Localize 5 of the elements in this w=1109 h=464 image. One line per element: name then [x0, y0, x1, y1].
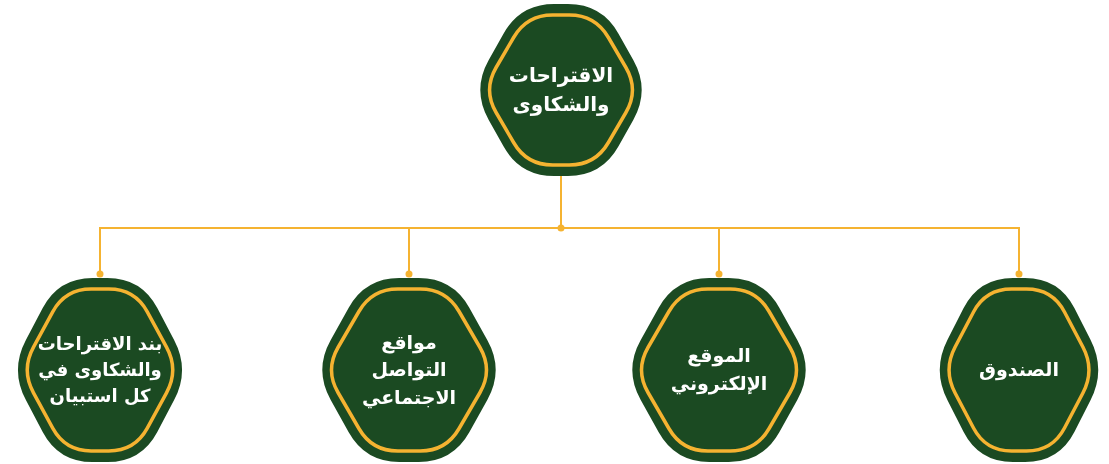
node-label: الصندوق [979, 357, 1059, 383]
node-label: بند الاقتراحات والشكاوى في كل استبيان [36, 331, 164, 409]
node-label: الاقتراحات والشكاوى [507, 62, 615, 118]
node-label: الموقع الإلكتروني [669, 343, 769, 397]
node-label: مواقع التواصل الاجتماعي [360, 329, 458, 411]
